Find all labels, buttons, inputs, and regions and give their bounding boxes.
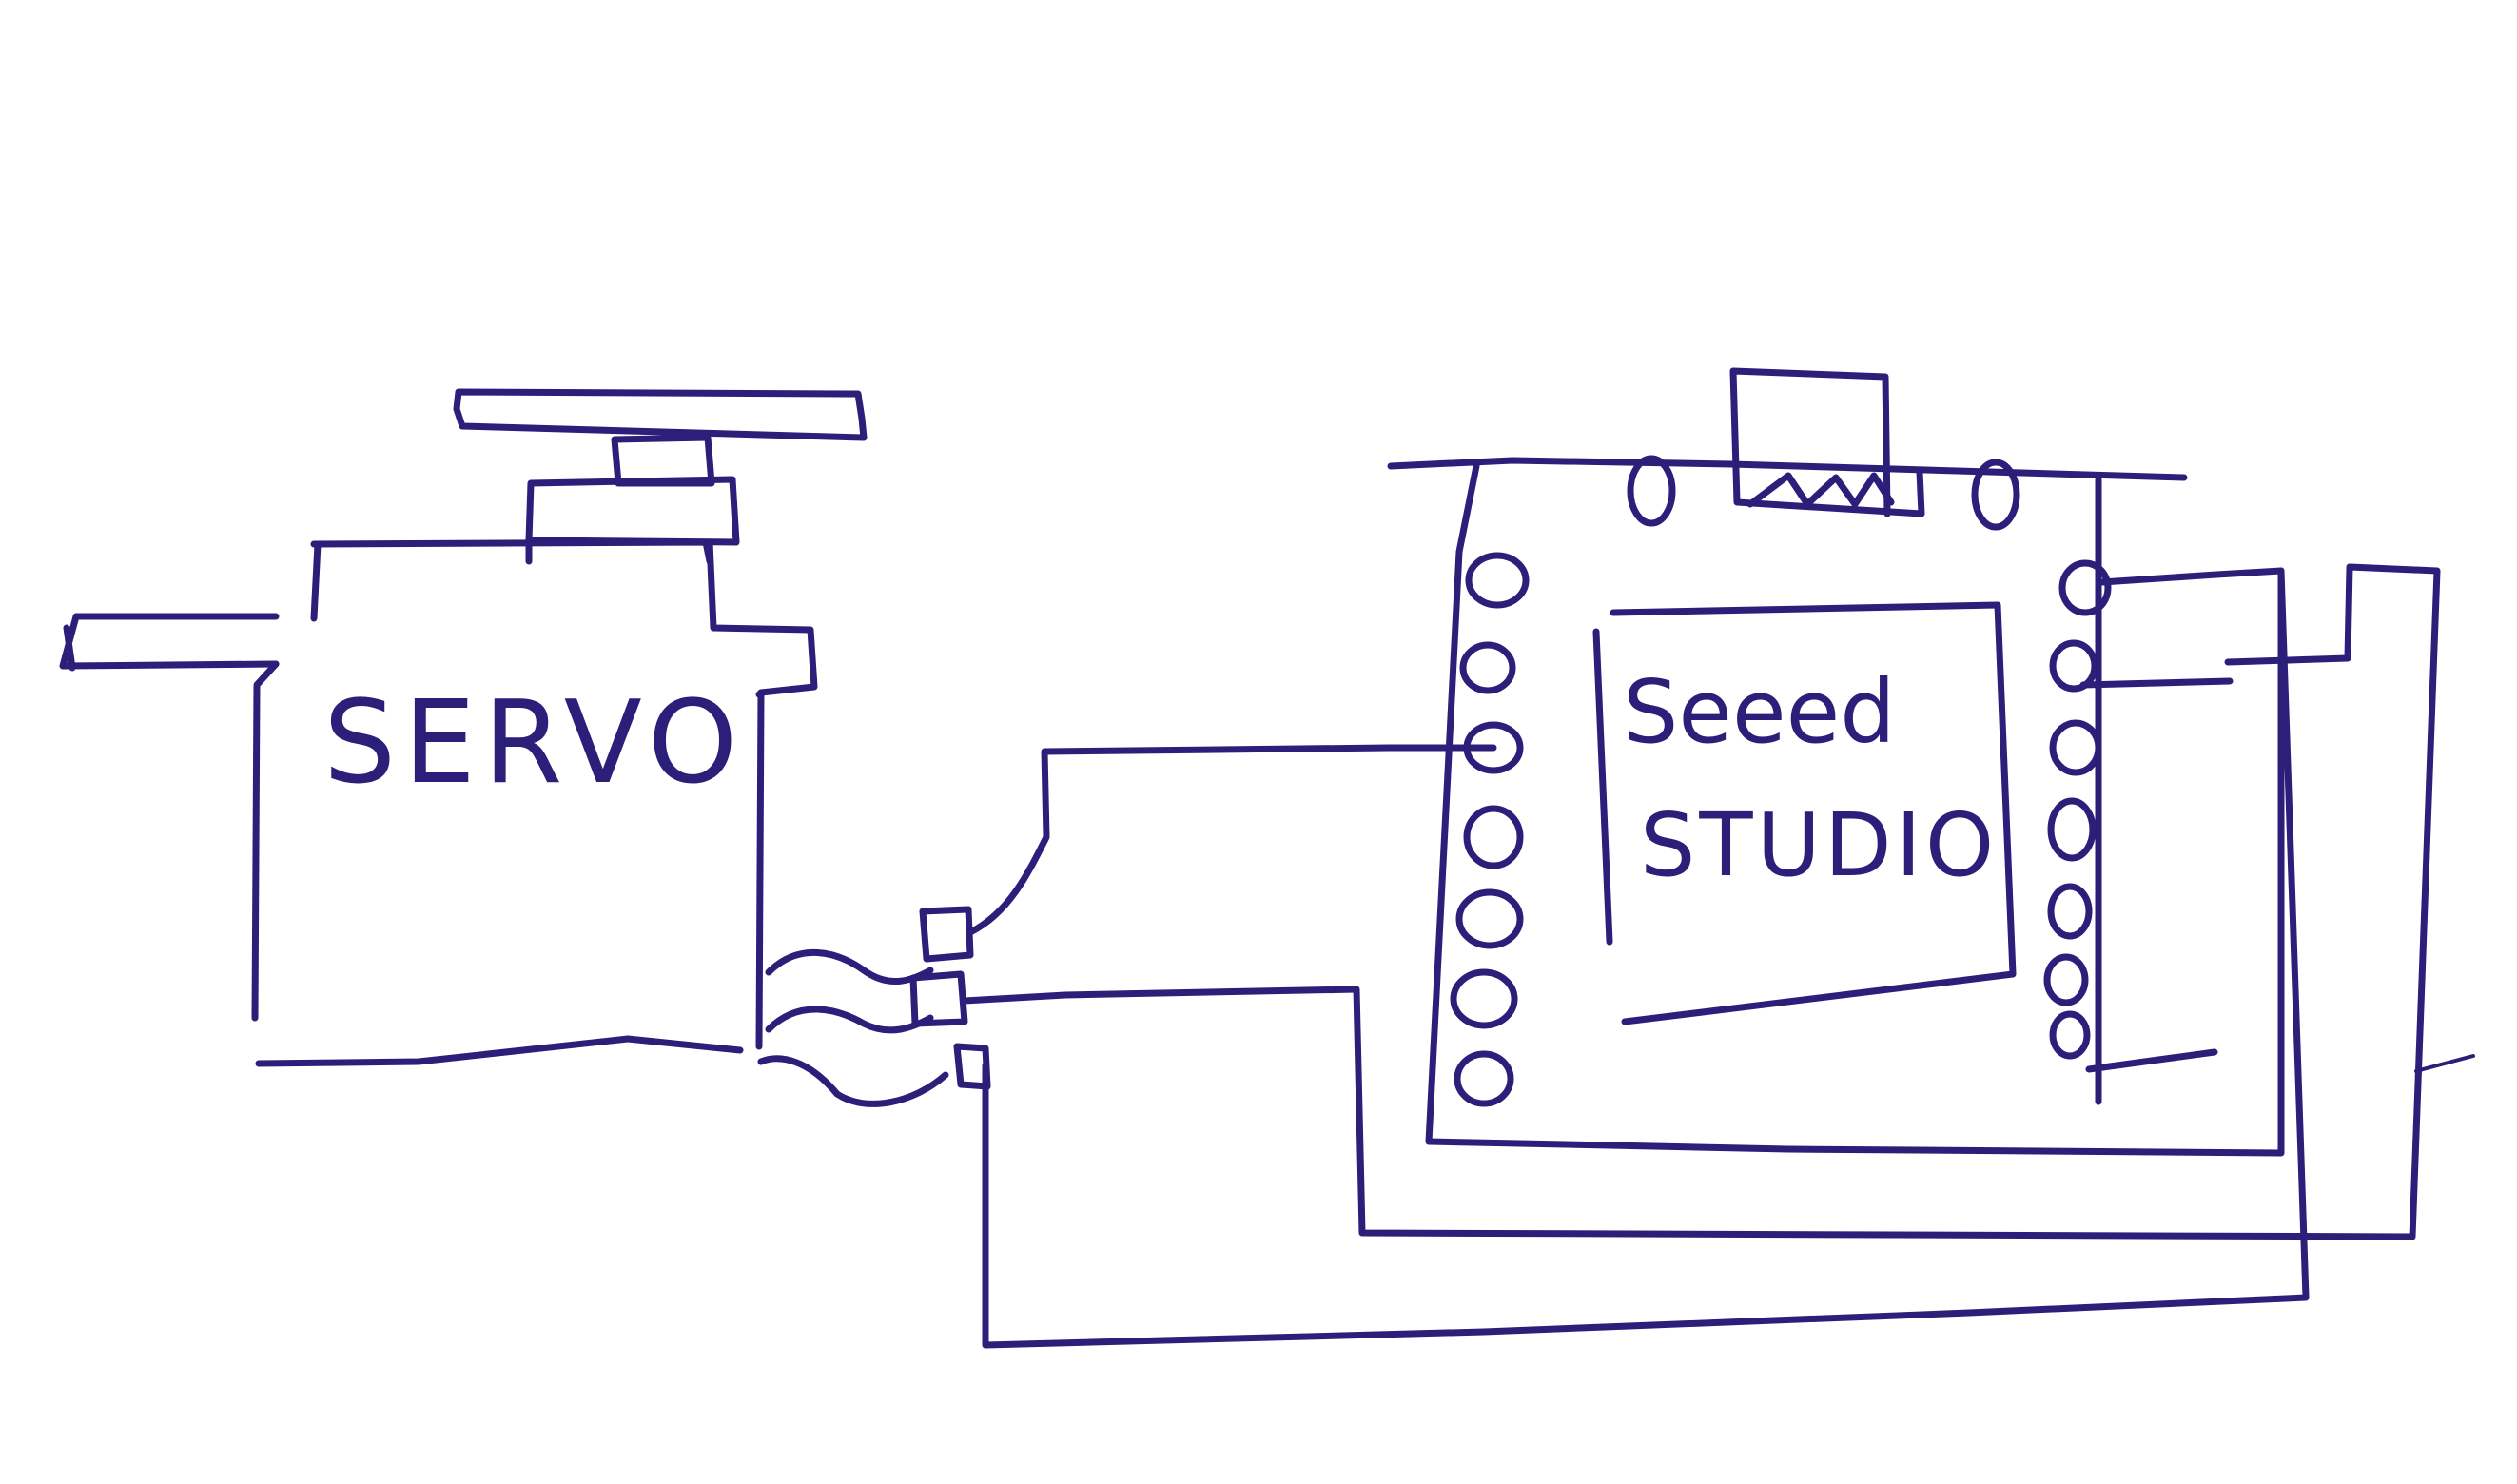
left-pin-5	[1455, 888, 1524, 949]
right-pin-4	[2047, 797, 2097, 862]
ground-wire	[982, 567, 2310, 1349]
right-pin-5	[2047, 883, 2093, 940]
servo-base	[255, 1035, 744, 1067]
left-pin-4	[1463, 805, 1524, 869]
servo-horn-hub	[611, 434, 715, 487]
right-pin-7	[2049, 1010, 2091, 1060]
board-top-edge	[1387, 457, 2188, 481]
seeed-studio-board	[1387, 367, 2285, 1157]
servo-body-top	[310, 538, 818, 698]
left-pin-7	[1454, 1050, 1514, 1107]
power-wire	[961, 563, 2441, 1240]
board-outline	[1425, 462, 2285, 1157]
left-pin-6	[1450, 968, 1518, 1029]
usb-connector	[1729, 367, 1925, 517]
wires	[961, 563, 2441, 1349]
left-pin-1	[1465, 552, 1530, 609]
servo-label: SERVO	[323, 677, 745, 810]
servo-connector-pin-2	[909, 970, 968, 1027]
servo-connector-pin-1	[919, 906, 974, 963]
board-label-studio: STUDIO	[1640, 794, 1998, 896]
right-pin-2	[2049, 639, 2098, 693]
board-button-left	[1627, 455, 1676, 527]
stray-mark	[2414, 1054, 2475, 1073]
board-label-seeed: Seeed	[1623, 661, 1896, 763]
right-pin-3	[2049, 719, 2102, 776]
board-chip	[1592, 601, 2017, 1025]
right-pin-link	[2079, 677, 2234, 689]
right-pin-1	[2058, 559, 2112, 616]
servo-shaft-block	[525, 476, 740, 546]
servo-motor	[59, 388, 991, 1107]
right-pin-6	[2043, 953, 2089, 1006]
signal-wire	[966, 744, 1497, 936]
board-button-right	[1971, 459, 2020, 531]
servo-horn	[453, 388, 868, 441]
servo-left-tab	[59, 613, 280, 672]
servo-cable	[765, 948, 934, 986]
left-pin-2	[1459, 641, 1516, 694]
